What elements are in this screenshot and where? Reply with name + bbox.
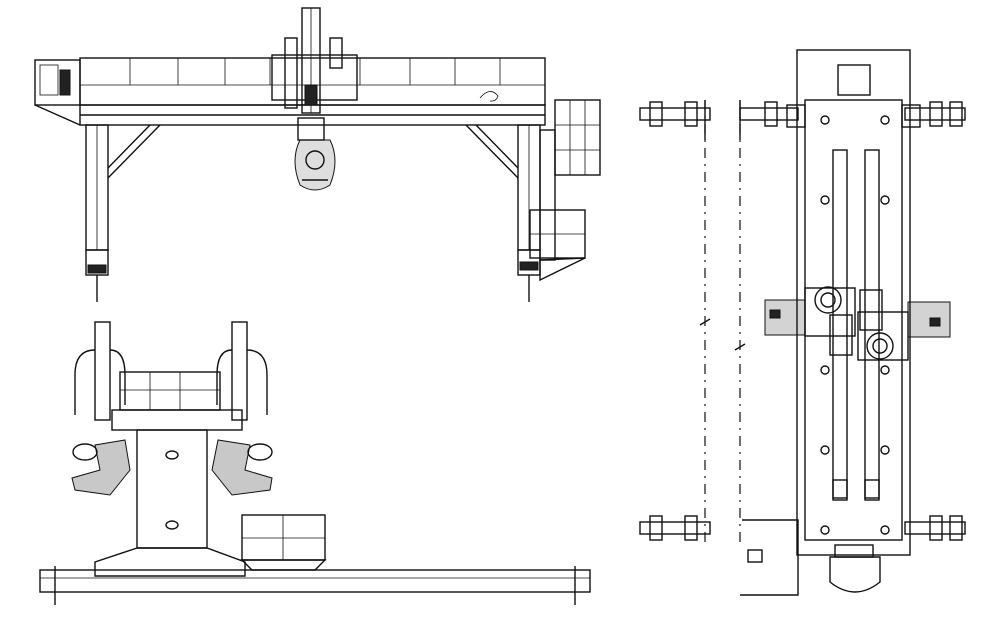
- left-robot-arm: [71, 439, 131, 496]
- control-cabinet: [240, 514, 327, 571]
- gantry-side-elevation: [39, 321, 591, 605]
- right-robot-arm: [211, 439, 273, 496]
- gantry-plan-view: [639, 49, 966, 596]
- bottom-cross-rail: [639, 515, 966, 596]
- robot-carriage-right: [857, 289, 951, 361]
- left-leg: [85, 124, 161, 302]
- operator-cab-plan: [829, 544, 881, 593]
- runway-tracks: [699, 100, 746, 545]
- right-leg: [465, 124, 541, 302]
- base-rail: [39, 566, 591, 605]
- robot-wrist: [294, 117, 336, 191]
- left-mast: [74, 321, 126, 421]
- gantry-front-elevation: [34, 7, 601, 302]
- main-frame: [786, 49, 921, 556]
- right-mast: [216, 321, 268, 421]
- top-cross-rail: [639, 101, 966, 127]
- robot-carriage-left: [764, 286, 856, 356]
- cab: [34, 59, 81, 126]
- carriage-platform: [111, 371, 243, 431]
- vertical-mast: [271, 7, 358, 114]
- ladder-cage: [529, 99, 601, 282]
